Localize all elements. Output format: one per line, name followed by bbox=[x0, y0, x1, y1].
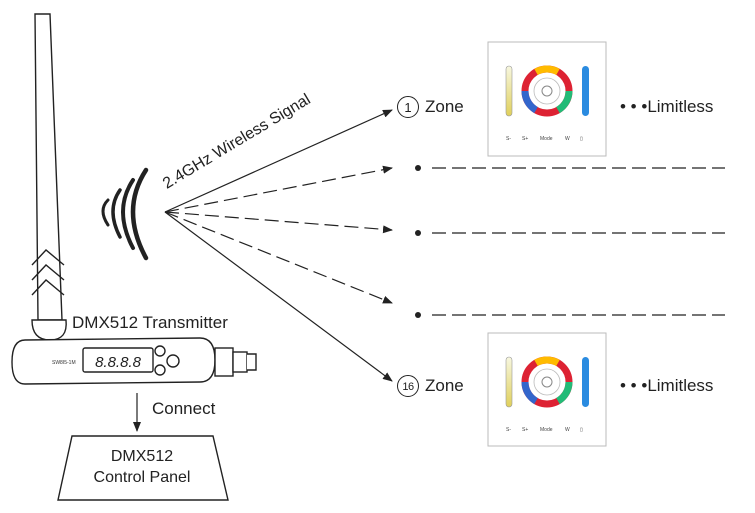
panel-label-mode: Mode bbox=[540, 427, 553, 433]
ray-4 bbox=[164, 211, 393, 304]
panel-label-mode: Mode bbox=[540, 136, 553, 142]
zone-1-number: 1 bbox=[397, 96, 419, 118]
zone-dot bbox=[415, 165, 421, 171]
panel-label-s-plus: S+ bbox=[522, 136, 528, 142]
wall-panel-zone-1: S- S+ Mode W ▯ bbox=[487, 41, 607, 157]
panel-label-icon: ▯ bbox=[580, 136, 583, 142]
control-panel-line2: Control Panel bbox=[93, 469, 191, 486]
ray-zone-1 bbox=[164, 109, 393, 213]
zone-1-label: Zone bbox=[425, 97, 464, 116]
zone-16-number: 16 bbox=[397, 375, 419, 397]
control-panel-line1: DMX512 bbox=[110, 448, 174, 465]
zone-16-limitless-text: Limitless bbox=[647, 376, 714, 395]
panel-label-w: W bbox=[565, 136, 570, 142]
panel-label-icon: ▯ bbox=[580, 427, 583, 433]
transmitter-model-mark: SW8I5-1M bbox=[52, 360, 76, 366]
transmitter-display: 8.8.8.8 bbox=[95, 354, 142, 371]
panel-label-s-minus: S- bbox=[506, 136, 511, 142]
intermediate-zones bbox=[415, 165, 725, 318]
zone-16-label: Zone bbox=[425, 376, 464, 395]
zone-16-limitless: • • •Limitless bbox=[620, 376, 713, 396]
panel-label-w: W bbox=[565, 427, 570, 433]
dmx-transmitter-device bbox=[11, 337, 257, 385]
zone-16-dots: • • • bbox=[620, 376, 648, 395]
panel-label-s-minus: S- bbox=[506, 427, 511, 433]
connect-label: Connect bbox=[152, 399, 216, 418]
antenna bbox=[31, 13, 67, 341]
panel-label-s-plus: S+ bbox=[522, 427, 528, 433]
signal-rays bbox=[164, 109, 393, 382]
zone-1-limitless-text: Limitless bbox=[647, 97, 714, 116]
wall-panel-zone-16: S- S+ Mode W ▯ bbox=[487, 332, 607, 447]
control-panel-box bbox=[57, 435, 229, 501]
transmitter-title: DMX512 Transmitter bbox=[72, 313, 228, 332]
wireless-waves bbox=[101, 167, 149, 261]
ray-zone-16 bbox=[164, 211, 393, 382]
ray-3 bbox=[164, 211, 393, 234]
zone-1-limitless: • • •Limitless bbox=[620, 97, 713, 117]
ray-2 bbox=[164, 165, 393, 213]
zone-dot bbox=[415, 230, 421, 236]
zone-dot bbox=[415, 312, 421, 318]
zone-1-dots: • • • bbox=[620, 97, 648, 116]
